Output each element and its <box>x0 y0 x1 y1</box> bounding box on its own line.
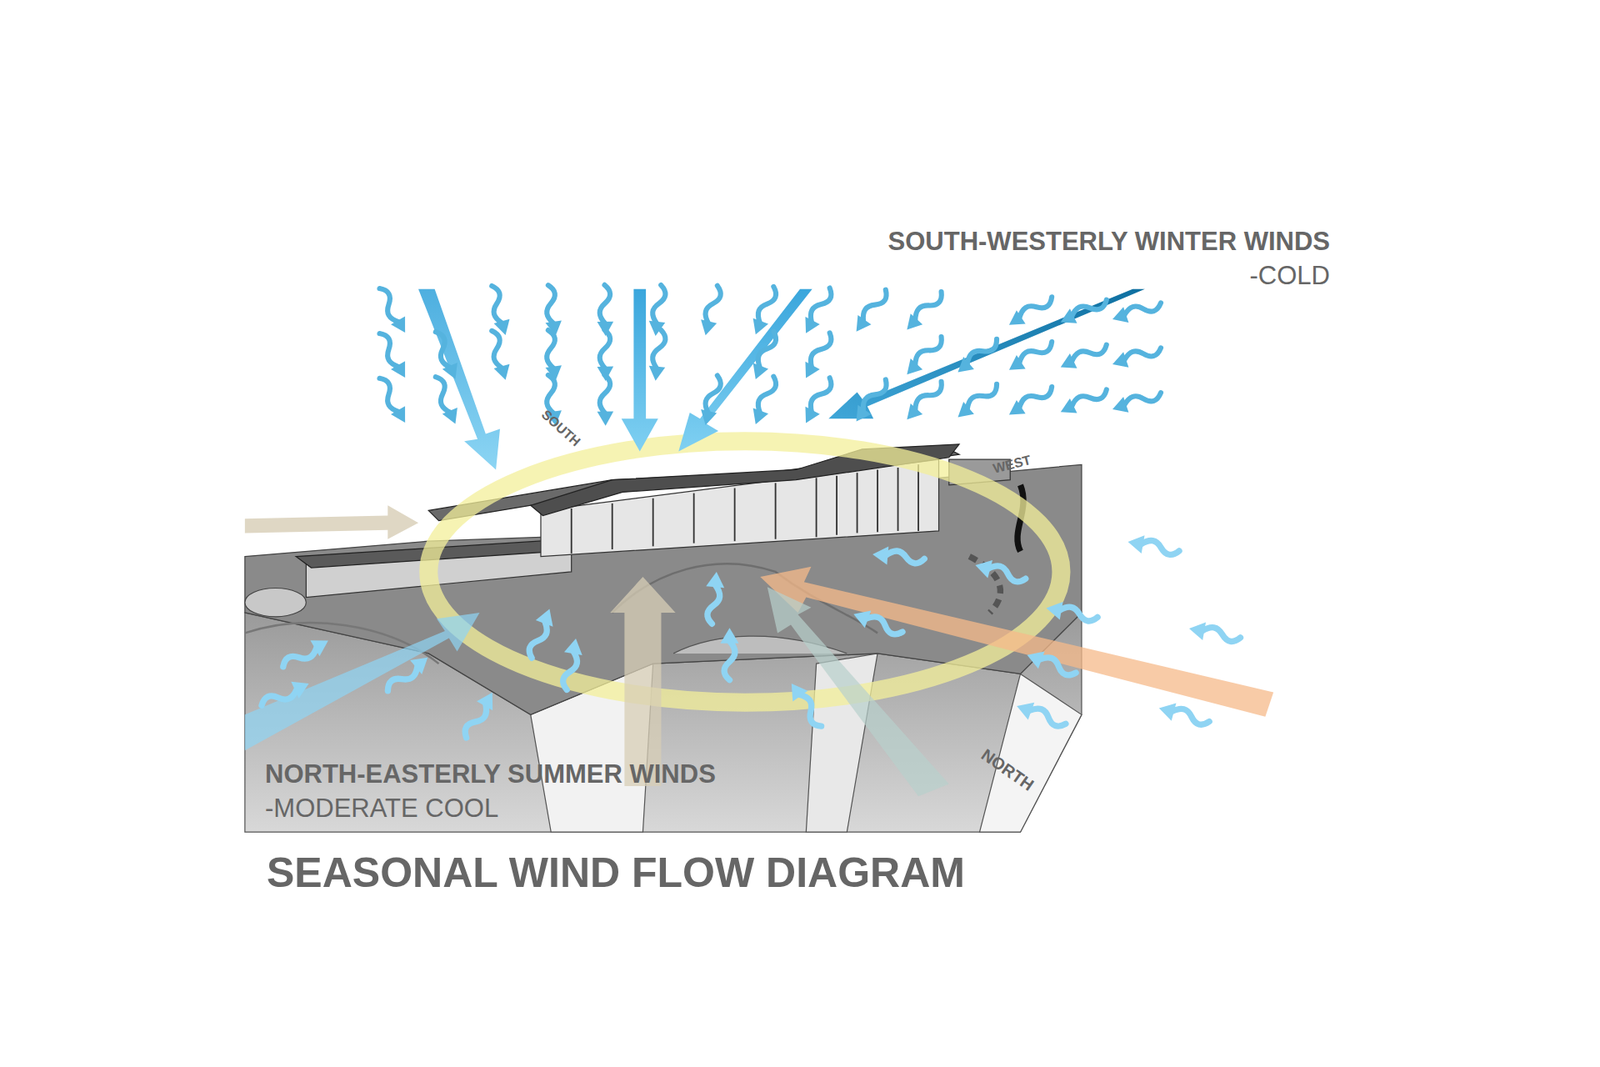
wind-squiggle <box>428 373 464 427</box>
wind-squiggle <box>540 284 564 337</box>
wind-squiggle <box>850 375 893 426</box>
wind-squiggle <box>1005 290 1057 332</box>
wind-squiggle <box>720 627 739 680</box>
wind-squiggle <box>798 374 837 427</box>
diagram-title: SEASONAL WIND FLOW DIAGRAM <box>266 851 965 894</box>
wind-squiggle <box>748 373 782 427</box>
wind-squiggle <box>540 329 564 382</box>
wind-squiggle <box>372 284 413 337</box>
wind-squiggle <box>1024 645 1080 681</box>
wind-squiggle <box>381 650 434 698</box>
wind-squiggle <box>372 329 413 382</box>
wind-squiggle <box>871 545 925 568</box>
wind-squiggle <box>523 605 559 661</box>
wind-squiggle <box>784 678 830 732</box>
wind-squiggle <box>952 377 1002 424</box>
wind-squiggle <box>697 373 725 427</box>
wind-squiggle <box>850 285 893 336</box>
wind-squiggle <box>257 675 313 714</box>
wind-squiggle <box>484 283 514 337</box>
wind-squiggle <box>1013 697 1069 733</box>
wind-squiggle <box>697 283 725 337</box>
wind-squiggle <box>458 687 500 742</box>
wind-squiggle <box>428 328 464 382</box>
wind-squiggle <box>1156 699 1212 730</box>
wind-squiggle <box>900 330 948 380</box>
wind-squiggle <box>1045 599 1100 627</box>
wind-squiggle <box>372 374 413 427</box>
wind-squiggle <box>748 328 782 382</box>
wind-squiggle <box>596 374 615 426</box>
wind-squiggle <box>798 329 837 382</box>
wind-squiggle <box>900 375 948 425</box>
wind-squiggle <box>1056 382 1110 420</box>
wind-squiggle <box>1110 385 1164 417</box>
wind-squiggle <box>798 284 837 337</box>
wind-squiggle <box>1056 292 1110 330</box>
wind-squiggle <box>1126 532 1181 560</box>
wind-squiggle <box>748 283 782 337</box>
wind-squiggle <box>557 636 585 691</box>
wind-squiggle <box>1110 295 1164 327</box>
wind-squiggle <box>647 284 670 337</box>
wind-squiggle <box>952 332 1002 379</box>
wind-squiggle <box>973 555 1029 587</box>
wind-label: NORTH-EASTERLY SUMMER WINDS <box>265 760 716 787</box>
wind-squiggle <box>1110 340 1164 372</box>
wind-squiggle <box>1187 619 1242 647</box>
wind-squiggle <box>850 605 906 640</box>
wind-squiggle <box>484 328 514 382</box>
wind-squiggle <box>1056 337 1110 375</box>
wind-label: SOUTH-WESTERLY WINTER WINDS <box>888 228 1330 255</box>
wind-squiggle <box>702 570 725 625</box>
wind-note: -COLD <box>1250 262 1330 289</box>
wind-squiggle <box>647 329 670 382</box>
wind-note: -MODERATE COOL <box>265 795 499 821</box>
wind-squiggle <box>1005 380 1057 422</box>
wind-squiggle <box>1005 335 1057 377</box>
wind-squiggle <box>278 632 333 675</box>
compass-label: SOUTH <box>539 407 583 449</box>
wind-squiggle <box>900 286 948 335</box>
